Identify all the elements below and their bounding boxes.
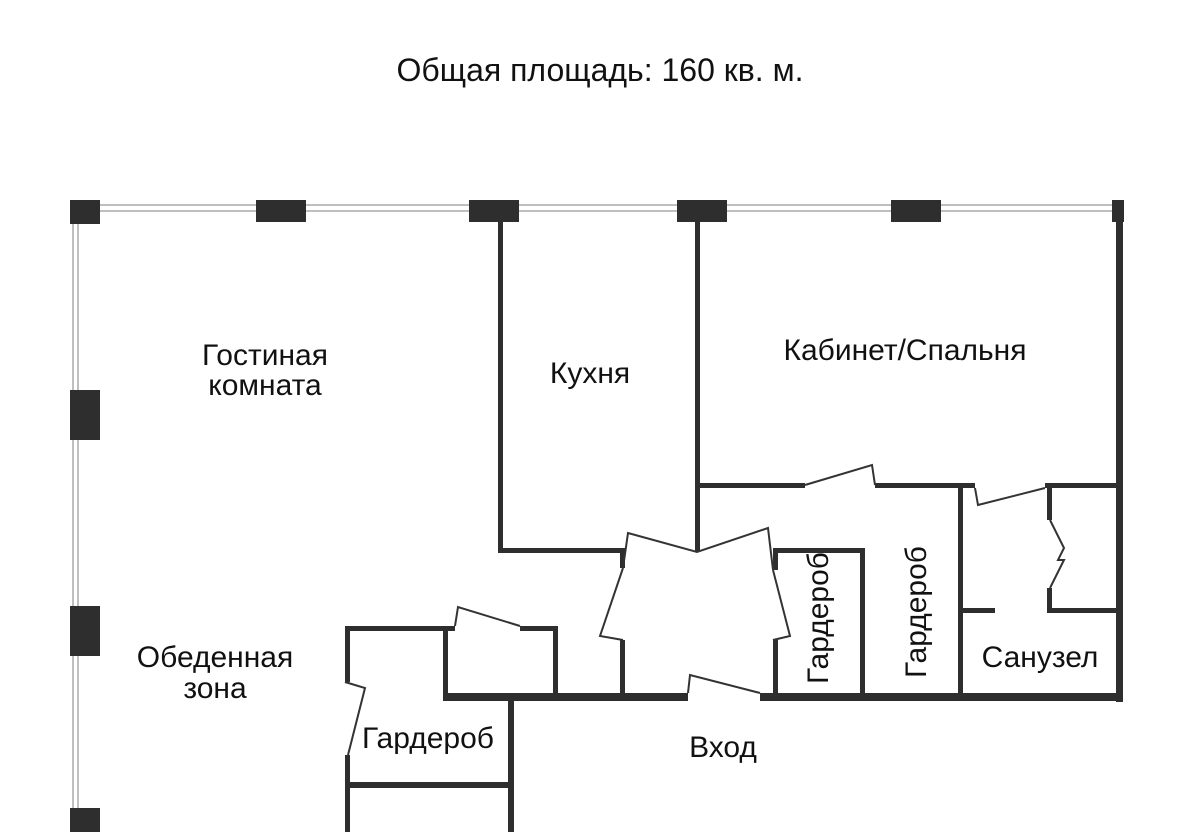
label-dining-zone-2: зона bbox=[183, 672, 247, 705]
label-wardrobe-mid1: Гардероб bbox=[802, 552, 835, 684]
label-wardrobe-mid2: Гардероб bbox=[900, 546, 933, 678]
label-living-room-2: комната bbox=[208, 369, 322, 402]
label-kitchen: Кухня bbox=[550, 357, 630, 390]
label-office-bedroom: Кабинет/Спальня bbox=[784, 334, 1027, 367]
label-wardrobe-left: Гардероб bbox=[362, 722, 494, 755]
label-bathroom: Санузел bbox=[982, 641, 1099, 674]
walls bbox=[345, 200, 1123, 832]
label-dining-zone: Обеденная bbox=[137, 641, 293, 674]
label-living-room: Гостиная bbox=[202, 339, 328, 372]
room-labels: Гостиная комната Кухня Кабинет/Спальня О… bbox=[137, 334, 1099, 764]
label-entrance: Вход bbox=[689, 731, 757, 764]
pillars bbox=[70, 200, 1124, 832]
doors bbox=[344, 463, 1066, 756]
total-area-title: Общая площадь: 160 кв. м. bbox=[396, 52, 804, 88]
